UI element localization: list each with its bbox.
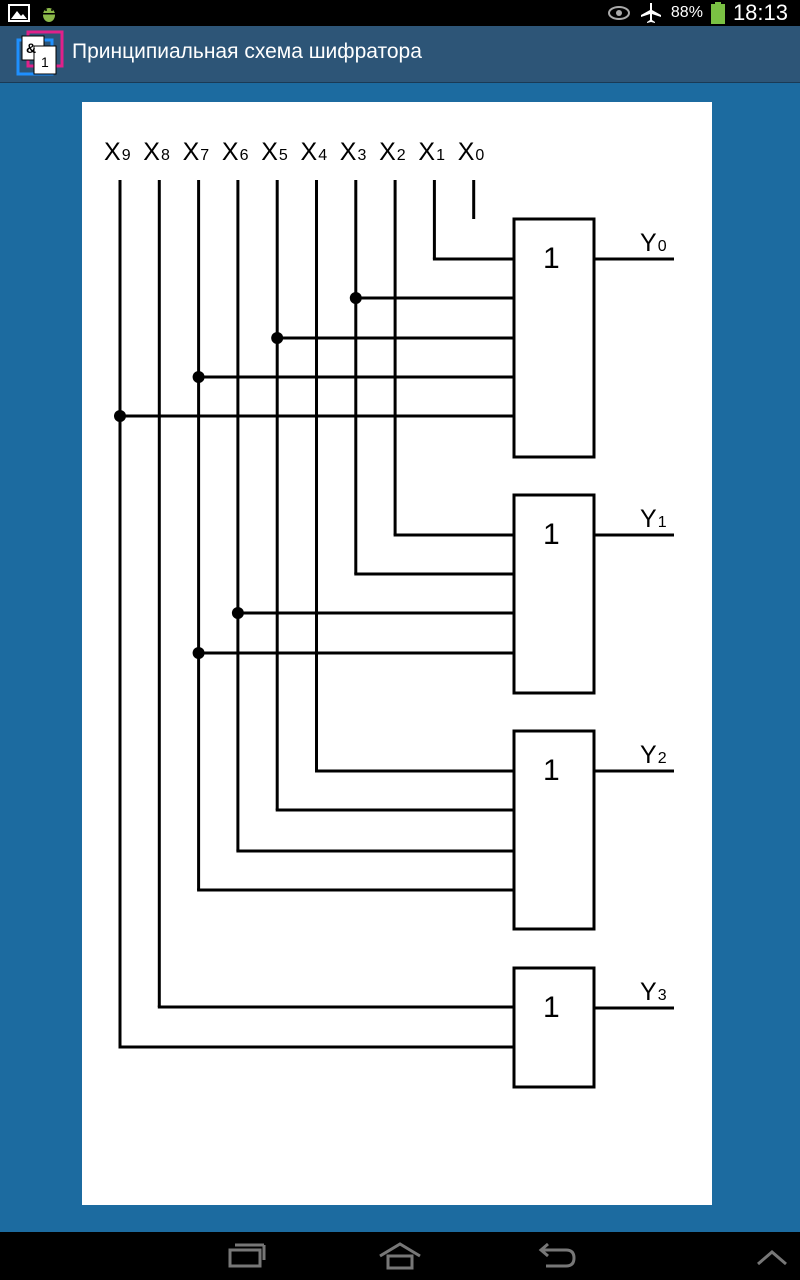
or-gate-2: [512, 729, 596, 931]
logo-and-glyph: &: [26, 40, 36, 56]
input-label-x6: X6: [222, 138, 249, 166]
page-title: Принципиальная схема шифратора: [72, 40, 422, 63]
or-gate-3: [512, 966, 596, 1089]
logo-one-glyph: 1: [41, 54, 49, 70]
input-label-x3: X3: [340, 138, 367, 166]
back-icon[interactable]: [532, 1240, 580, 1272]
input-label-x1: X1: [418, 138, 445, 166]
junction-dot-x5-g0: [271, 332, 284, 344]
input-label-x5: X5: [261, 138, 288, 166]
chevron-up-icon[interactable]: [748, 1240, 796, 1272]
input-label-x4: X4: [301, 138, 328, 166]
gate-symbol-1: 1: [543, 518, 560, 551]
gate-symbol-2: 1: [543, 754, 560, 787]
output-label-y3: Y3: [640, 978, 667, 1006]
battery-percent: 88%: [670, 4, 703, 21]
input-label-x8: X8: [143, 138, 170, 166]
junction-dot-x9-g0: [114, 410, 126, 422]
battery-icon: [710, 2, 725, 24]
output-label-y2: Y2: [640, 741, 667, 769]
or-gate-1: [512, 493, 596, 695]
junction-dot-x7-g1: [192, 647, 205, 659]
clock: 18:13: [732, 0, 788, 25]
app-bar: & 1 Принципиальная схема шифратора: [0, 26, 800, 83]
junction-dot-x6-g1: [231, 607, 244, 619]
home-icon[interactable]: [376, 1240, 424, 1272]
input-label-x9: X9: [104, 138, 131, 166]
junction-dot-x7-g0: [192, 371, 205, 383]
gate-symbol-3: 1: [543, 991, 560, 1024]
recent-apps-icon[interactable]: [222, 1240, 270, 1272]
input-label-x0: X0: [458, 138, 485, 166]
junction-dot-x3-g0: [349, 292, 362, 304]
input-label-x7: X7: [183, 138, 210, 166]
eye-icon: [607, 6, 630, 20]
gate-symbol-0: 1: [543, 242, 560, 275]
navigation-bar: [0, 1232, 800, 1280]
input-label-x2: X2: [379, 138, 406, 166]
logic-gate-app-icon[interactable]: & 1: [16, 30, 64, 78]
airplane-mode-icon: [640, 3, 661, 23]
output-label-y0: Y0: [640, 229, 667, 257]
status-bar: 88% 18:13: [0, 0, 800, 26]
gallery-icon: [8, 4, 30, 22]
android-debug-icon: [43, 8, 55, 22]
output-label-y1: Y1: [640, 505, 667, 533]
